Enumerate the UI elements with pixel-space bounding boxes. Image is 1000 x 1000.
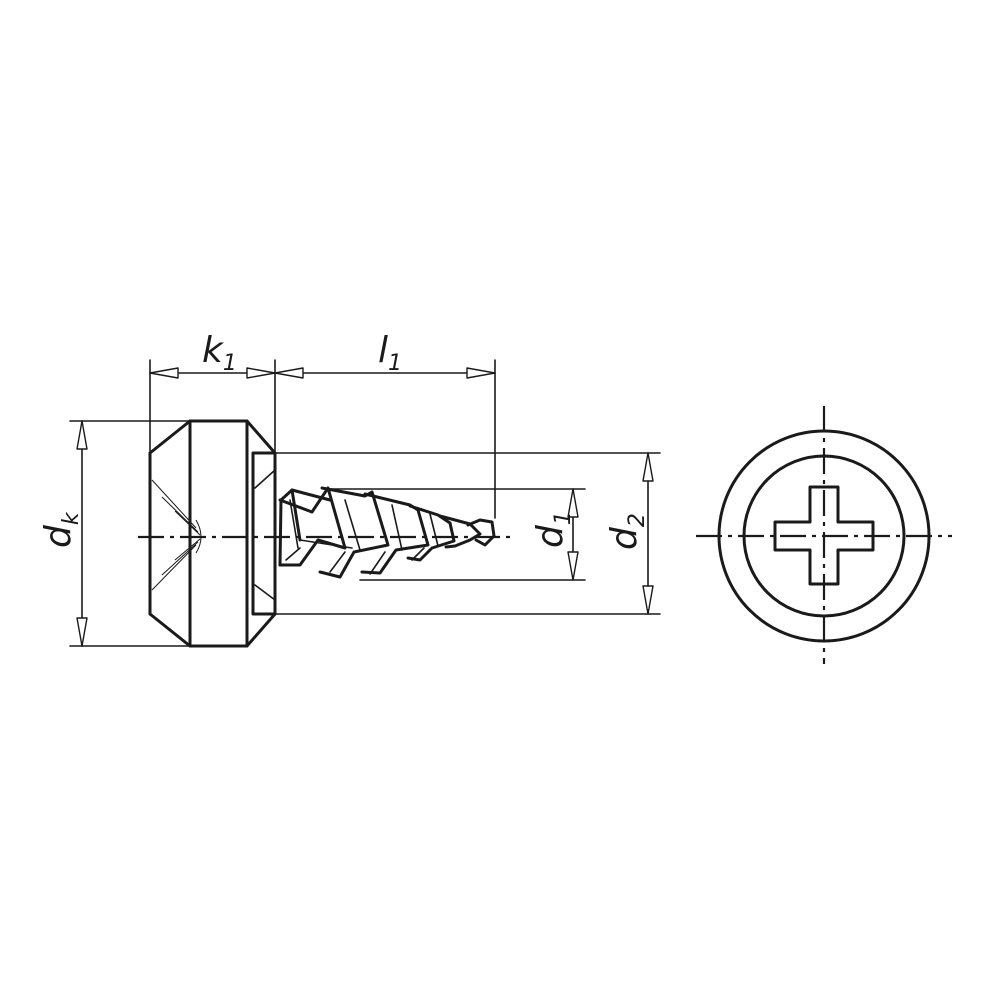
d1-symbol: d [530,524,571,548]
dimension-l1: l1 [274,330,496,379]
head-top-view [696,406,952,664]
side-view: k1 l1 dk d1 d2 [38,330,661,648]
dk-subscript: k [59,511,84,525]
extension-lines [69,359,661,647]
screw-thread [278,486,496,579]
l1-subscript: 1 [388,351,402,376]
svg-text:k1: k1 [202,330,237,376]
dimension-dk: dk [38,420,88,647]
k1-subscript: 1 [223,351,237,376]
svg-text:l1: l1 [378,330,402,376]
phillips-recess [773,485,875,586]
l1-symbol: l [378,330,388,371]
svg-text:d2: d2 [604,513,650,550]
dimension-d2: d2 [604,452,654,615]
d2-subscript: 2 [625,513,650,527]
screw-collar [251,451,277,616]
svg-text:dk: dk [38,511,84,548]
dimension-k1: k1 [149,330,276,379]
d2-symbol: d [604,526,645,550]
dk-symbol: d [38,524,79,548]
k1-symbol: k [202,330,225,371]
dimension-d1: d1 [530,488,579,581]
svg-text:d1: d1 [530,511,576,548]
d1-subscript: 1 [551,511,576,525]
screw-head [148,419,277,648]
